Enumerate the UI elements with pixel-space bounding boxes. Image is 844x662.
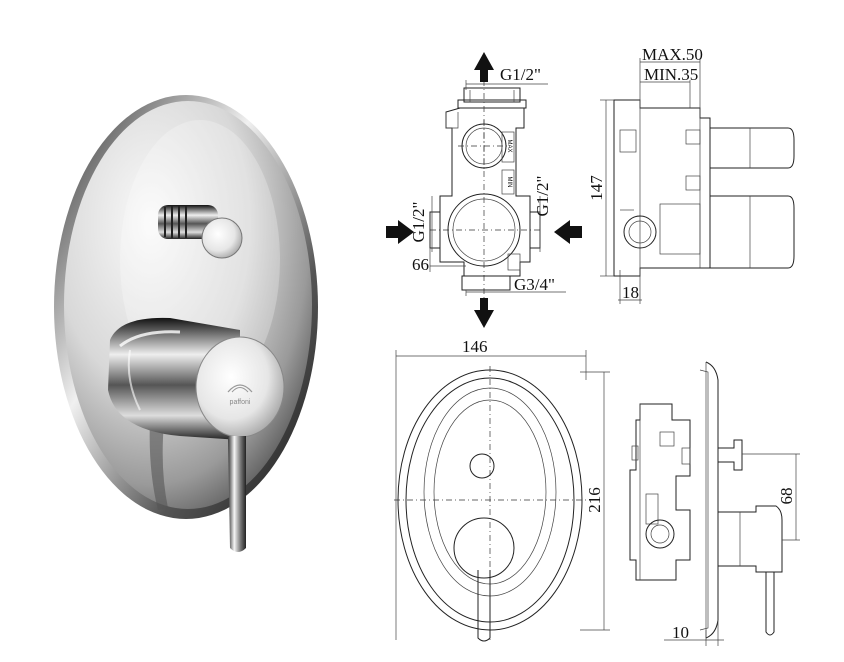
label-right-inlet: G1/2" bbox=[533, 176, 552, 217]
label-top-outlet: G1/2" bbox=[500, 65, 541, 84]
label-min-depth: MIN.35 bbox=[644, 65, 698, 84]
label-10: 10 bbox=[672, 623, 689, 642]
arrow-up-icon bbox=[474, 52, 494, 82]
assembled-side-view: 68 10 bbox=[629, 361, 800, 646]
body-front-view: MAX MIN G1/2" G1/2" G1/2" 66 G3/4" bbox=[386, 52, 582, 328]
max-mark: MAX bbox=[506, 139, 512, 152]
label-max-depth: MAX.50 bbox=[642, 45, 703, 64]
arrow-right-icon-left-inlet bbox=[386, 220, 414, 244]
brand-logo-text: paffoni bbox=[230, 399, 251, 406]
label-147: 147 bbox=[587, 175, 606, 201]
label-68: 68 bbox=[777, 488, 796, 505]
body-side-view: MAX.50 MIN.35 147 18 bbox=[587, 45, 795, 304]
brand-logo: paffoni bbox=[227, 384, 253, 406]
label-216: 216 bbox=[585, 487, 604, 513]
label-bottom-outlet: G3/4" bbox=[514, 275, 555, 294]
mixer-handle: paffoni bbox=[108, 317, 285, 552]
diverter-knob bbox=[158, 205, 243, 259]
product-photo: paffoni bbox=[54, 95, 318, 552]
label-66: 66 bbox=[412, 255, 429, 274]
arrow-down-icon bbox=[474, 298, 494, 328]
label-left-inlet: G1/2" bbox=[409, 202, 428, 243]
plate-front-view: 146 216 bbox=[394, 337, 610, 642]
label-146: 146 bbox=[462, 337, 488, 356]
mixer-lever bbox=[228, 436, 246, 552]
arrow-left-icon-right-inlet bbox=[554, 220, 582, 244]
label-18: 18 bbox=[622, 283, 639, 302]
min-mark: MIN bbox=[506, 177, 512, 188]
